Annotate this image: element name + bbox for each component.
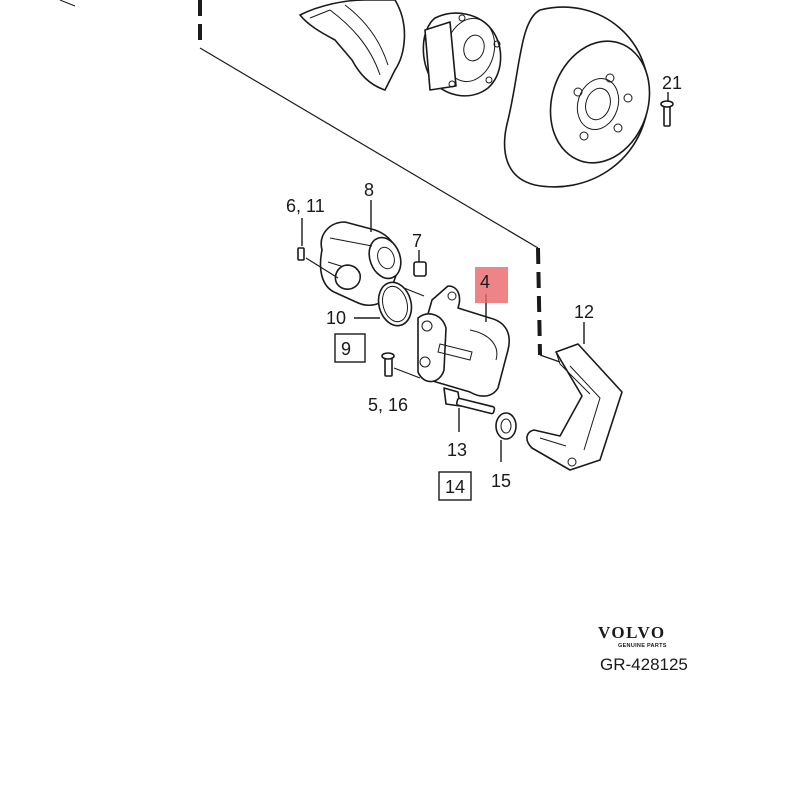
callout-10: 10	[326, 308, 346, 328]
bushing-15	[495, 412, 517, 462]
brake-disc	[503, 6, 651, 188]
callout-9: 9	[341, 339, 351, 359]
callout-13: 13	[447, 440, 467, 460]
callout-21: 21	[662, 73, 682, 93]
brand-tagline: GENUINE PARTS	[618, 643, 667, 649]
nut-7	[413, 250, 427, 277]
callout-7: 7	[412, 231, 422, 251]
callout-8: 8	[364, 180, 374, 200]
highlight-marker-4	[475, 267, 508, 303]
callout-5-16: 5, 16	[368, 395, 408, 415]
wheel-hub	[422, 12, 502, 97]
bolt-21	[660, 92, 674, 127]
callout-15: 15	[491, 471, 511, 491]
edge-stroke	[59, 0, 76, 7]
brake-caliper	[417, 285, 510, 397]
guide-pin-13	[443, 387, 496, 432]
callout-14-box	[438, 471, 472, 501]
brand-logo: VOLVO	[598, 623, 666, 642]
callout-6-11: 6, 11	[286, 196, 325, 216]
diagram-reference: GR-428125	[600, 655, 688, 674]
callout-14: 14	[445, 477, 465, 497]
splash-shield	[299, 0, 406, 91]
bolt-5-16	[381, 352, 421, 379]
o-ring-10	[354, 281, 425, 327]
screw-6-11	[297, 218, 339, 279]
callout-9-box	[334, 333, 366, 363]
caliper-bracket	[526, 322, 623, 471]
assembly-guide-lines	[198, 0, 561, 363]
parking-brake-motor	[319, 200, 402, 306]
callout-4: 4	[480, 272, 490, 292]
callout-12: 12	[574, 302, 594, 322]
